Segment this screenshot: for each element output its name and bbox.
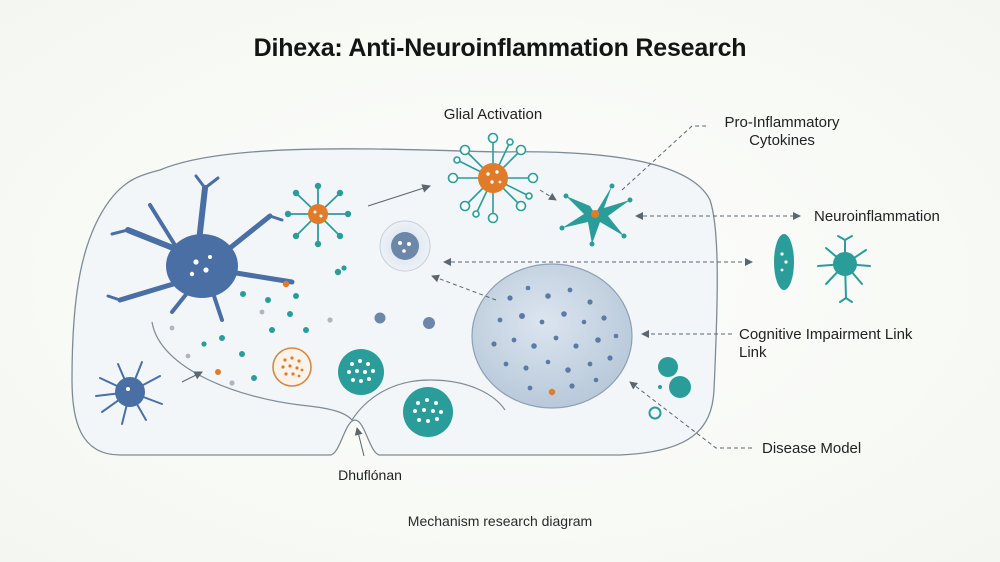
neuron-small-dot bbox=[126, 387, 130, 391]
leader-pro-inflammatory bbox=[621, 125, 706, 191]
label-cognitive-line1: Cognitive Impairment Link bbox=[739, 326, 913, 343]
arrow-bottom-notch bbox=[354, 427, 365, 457]
inner-membrane bbox=[151, 321, 506, 421]
neuron-large bbox=[106, 174, 295, 322]
external-oval-cell bbox=[774, 234, 794, 290]
diagram-caption: Mechanism research diagram bbox=[407, 513, 593, 529]
cytoplasm-particles bbox=[169, 265, 435, 386]
label-pro-inflammatory-line1: Pro-Inflammatory bbox=[724, 114, 840, 131]
nucleus bbox=[471, 263, 633, 409]
microglia-left bbox=[284, 182, 352, 248]
orange-vesicle bbox=[272, 347, 312, 387]
vesicle bbox=[379, 220, 431, 272]
neuron-large-soma bbox=[166, 234, 238, 298]
label-pro-inflammatory-line2: Cytokines bbox=[749, 132, 815, 149]
external-microglia bbox=[817, 235, 871, 303]
arrow-to-glial bbox=[367, 184, 432, 207]
label-bottom-notch: Dhuflónan bbox=[338, 467, 402, 483]
teal-vesicle-1 bbox=[338, 349, 384, 395]
nucleus-orange-granule bbox=[548, 388, 556, 396]
nucleus-granules bbox=[491, 285, 619, 391]
label-cognitive-line2: Link bbox=[739, 344, 767, 361]
label-glial-activation: Glial Activation bbox=[443, 106, 543, 123]
neuron-small-soma bbox=[115, 377, 145, 407]
arrow-glia-to-cytokine bbox=[539, 189, 557, 201]
teal-vesicle-2 bbox=[403, 387, 453, 437]
external-particles bbox=[648, 357, 691, 420]
cytokine-cell bbox=[559, 183, 633, 247]
neuron-large-dots bbox=[189, 255, 212, 277]
arrow-nucleus-to-vesicle bbox=[431, 274, 497, 301]
label-disease-model: Disease Model bbox=[762, 440, 862, 457]
diagram-title: Dihexa: Anti-Neuroinflammation Research bbox=[253, 34, 747, 62]
activated-glia bbox=[447, 132, 539, 224]
label-neuroinflammation: Neuroinflammation bbox=[814, 208, 940, 225]
leader-disease-model bbox=[629, 381, 752, 449]
arrow-small-neuron bbox=[181, 371, 203, 383]
